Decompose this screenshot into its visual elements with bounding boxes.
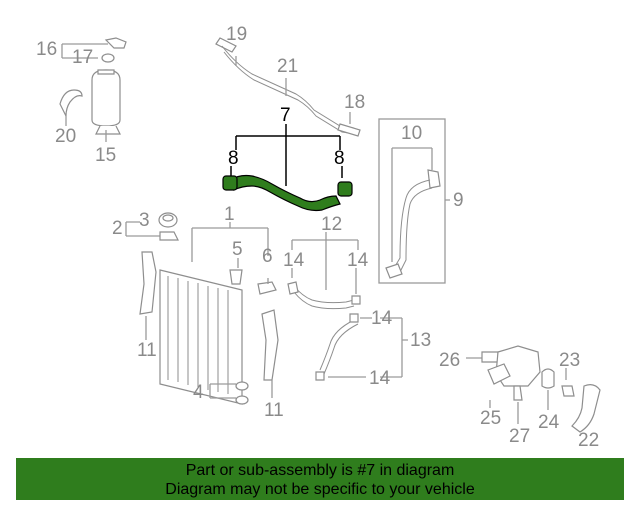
parts-diagram: 16 17 20 15 19 21 18 7 8 8 10 9 2 3 1 5 …: [36, 24, 601, 451]
callout-14-mid: 14: [371, 308, 393, 329]
callout-11-right: 11: [264, 400, 284, 421]
overflow-pipe-group: [215, 37, 361, 137]
callout-9: 9: [453, 190, 464, 211]
callout-13: 13: [410, 330, 431, 351]
callout-16: 16: [36, 39, 57, 60]
callout-4: 4: [193, 382, 204, 403]
callout-15: 15: [95, 145, 116, 166]
thermostat-group: [466, 345, 601, 433]
lower-hose-group: [287, 232, 408, 381]
callout-6: 6: [262, 246, 273, 267]
callout-26: 26: [439, 350, 460, 371]
callout-24: 24: [538, 412, 560, 433]
callout-20: 20: [55, 126, 76, 147]
callout-25: 25: [480, 408, 501, 429]
banner-line-2: Diagram may not be specific to your vehi…: [165, 481, 475, 498]
callout-2: 2: [112, 218, 123, 239]
callout-5: 5: [232, 239, 243, 260]
callout-22: 22: [578, 430, 599, 451]
reservoir-group: [59, 37, 127, 142]
callout-8-left: 8: [228, 148, 239, 169]
callout-11-left: 11: [137, 340, 157, 361]
callout-14-bottom: 14: [369, 368, 391, 389]
callout-14-right: 14: [347, 250, 369, 271]
part-notice-banner: Part or sub-assembly is #7 in diagram Di…: [16, 458, 624, 500]
callout-23: 23: [559, 350, 580, 371]
banner-line-1: Part or sub-assembly is #7 in diagram: [185, 462, 455, 479]
callout-10: 10: [401, 123, 422, 144]
callout-8-right: 8: [334, 148, 345, 169]
callout-12: 12: [321, 214, 342, 235]
callout-14-left: 14: [283, 250, 305, 271]
callout-18: 18: [344, 92, 365, 113]
hose-part-7: [222, 124, 353, 212]
radiator-group: [125, 212, 279, 405]
callout-17: 17: [72, 47, 93, 68]
callout-7: 7: [280, 105, 291, 126]
callout-27: 27: [509, 426, 530, 447]
callout-3: 3: [139, 210, 150, 231]
callout-1: 1: [224, 204, 235, 225]
callout-19: 19: [226, 24, 247, 45]
upper-hose-group: [378, 118, 450, 284]
callout-21: 21: [277, 56, 298, 77]
